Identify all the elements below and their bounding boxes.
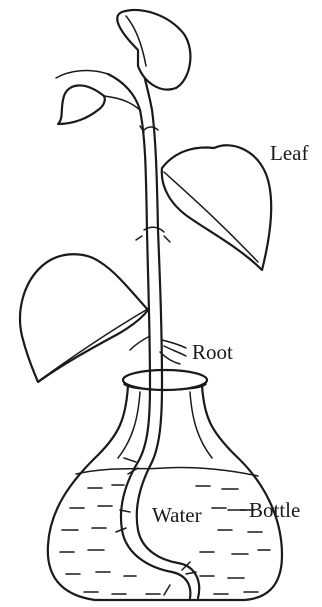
- leaf-label: Leaf: [270, 141, 308, 165]
- water-label: Water: [152, 503, 202, 527]
- bottle: [48, 370, 282, 600]
- root-label: Root: [192, 340, 233, 364]
- water-texture: [60, 485, 270, 594]
- aerial-root: [130, 336, 186, 364]
- water: [60, 467, 270, 594]
- bottle-label: Bottle: [249, 498, 300, 522]
- small-leaf: [56, 71, 108, 124]
- left-leaf: [20, 254, 148, 382]
- top-leaf: [117, 10, 190, 90]
- submerged-stem: [116, 385, 199, 598]
- right-leaf: [162, 145, 271, 270]
